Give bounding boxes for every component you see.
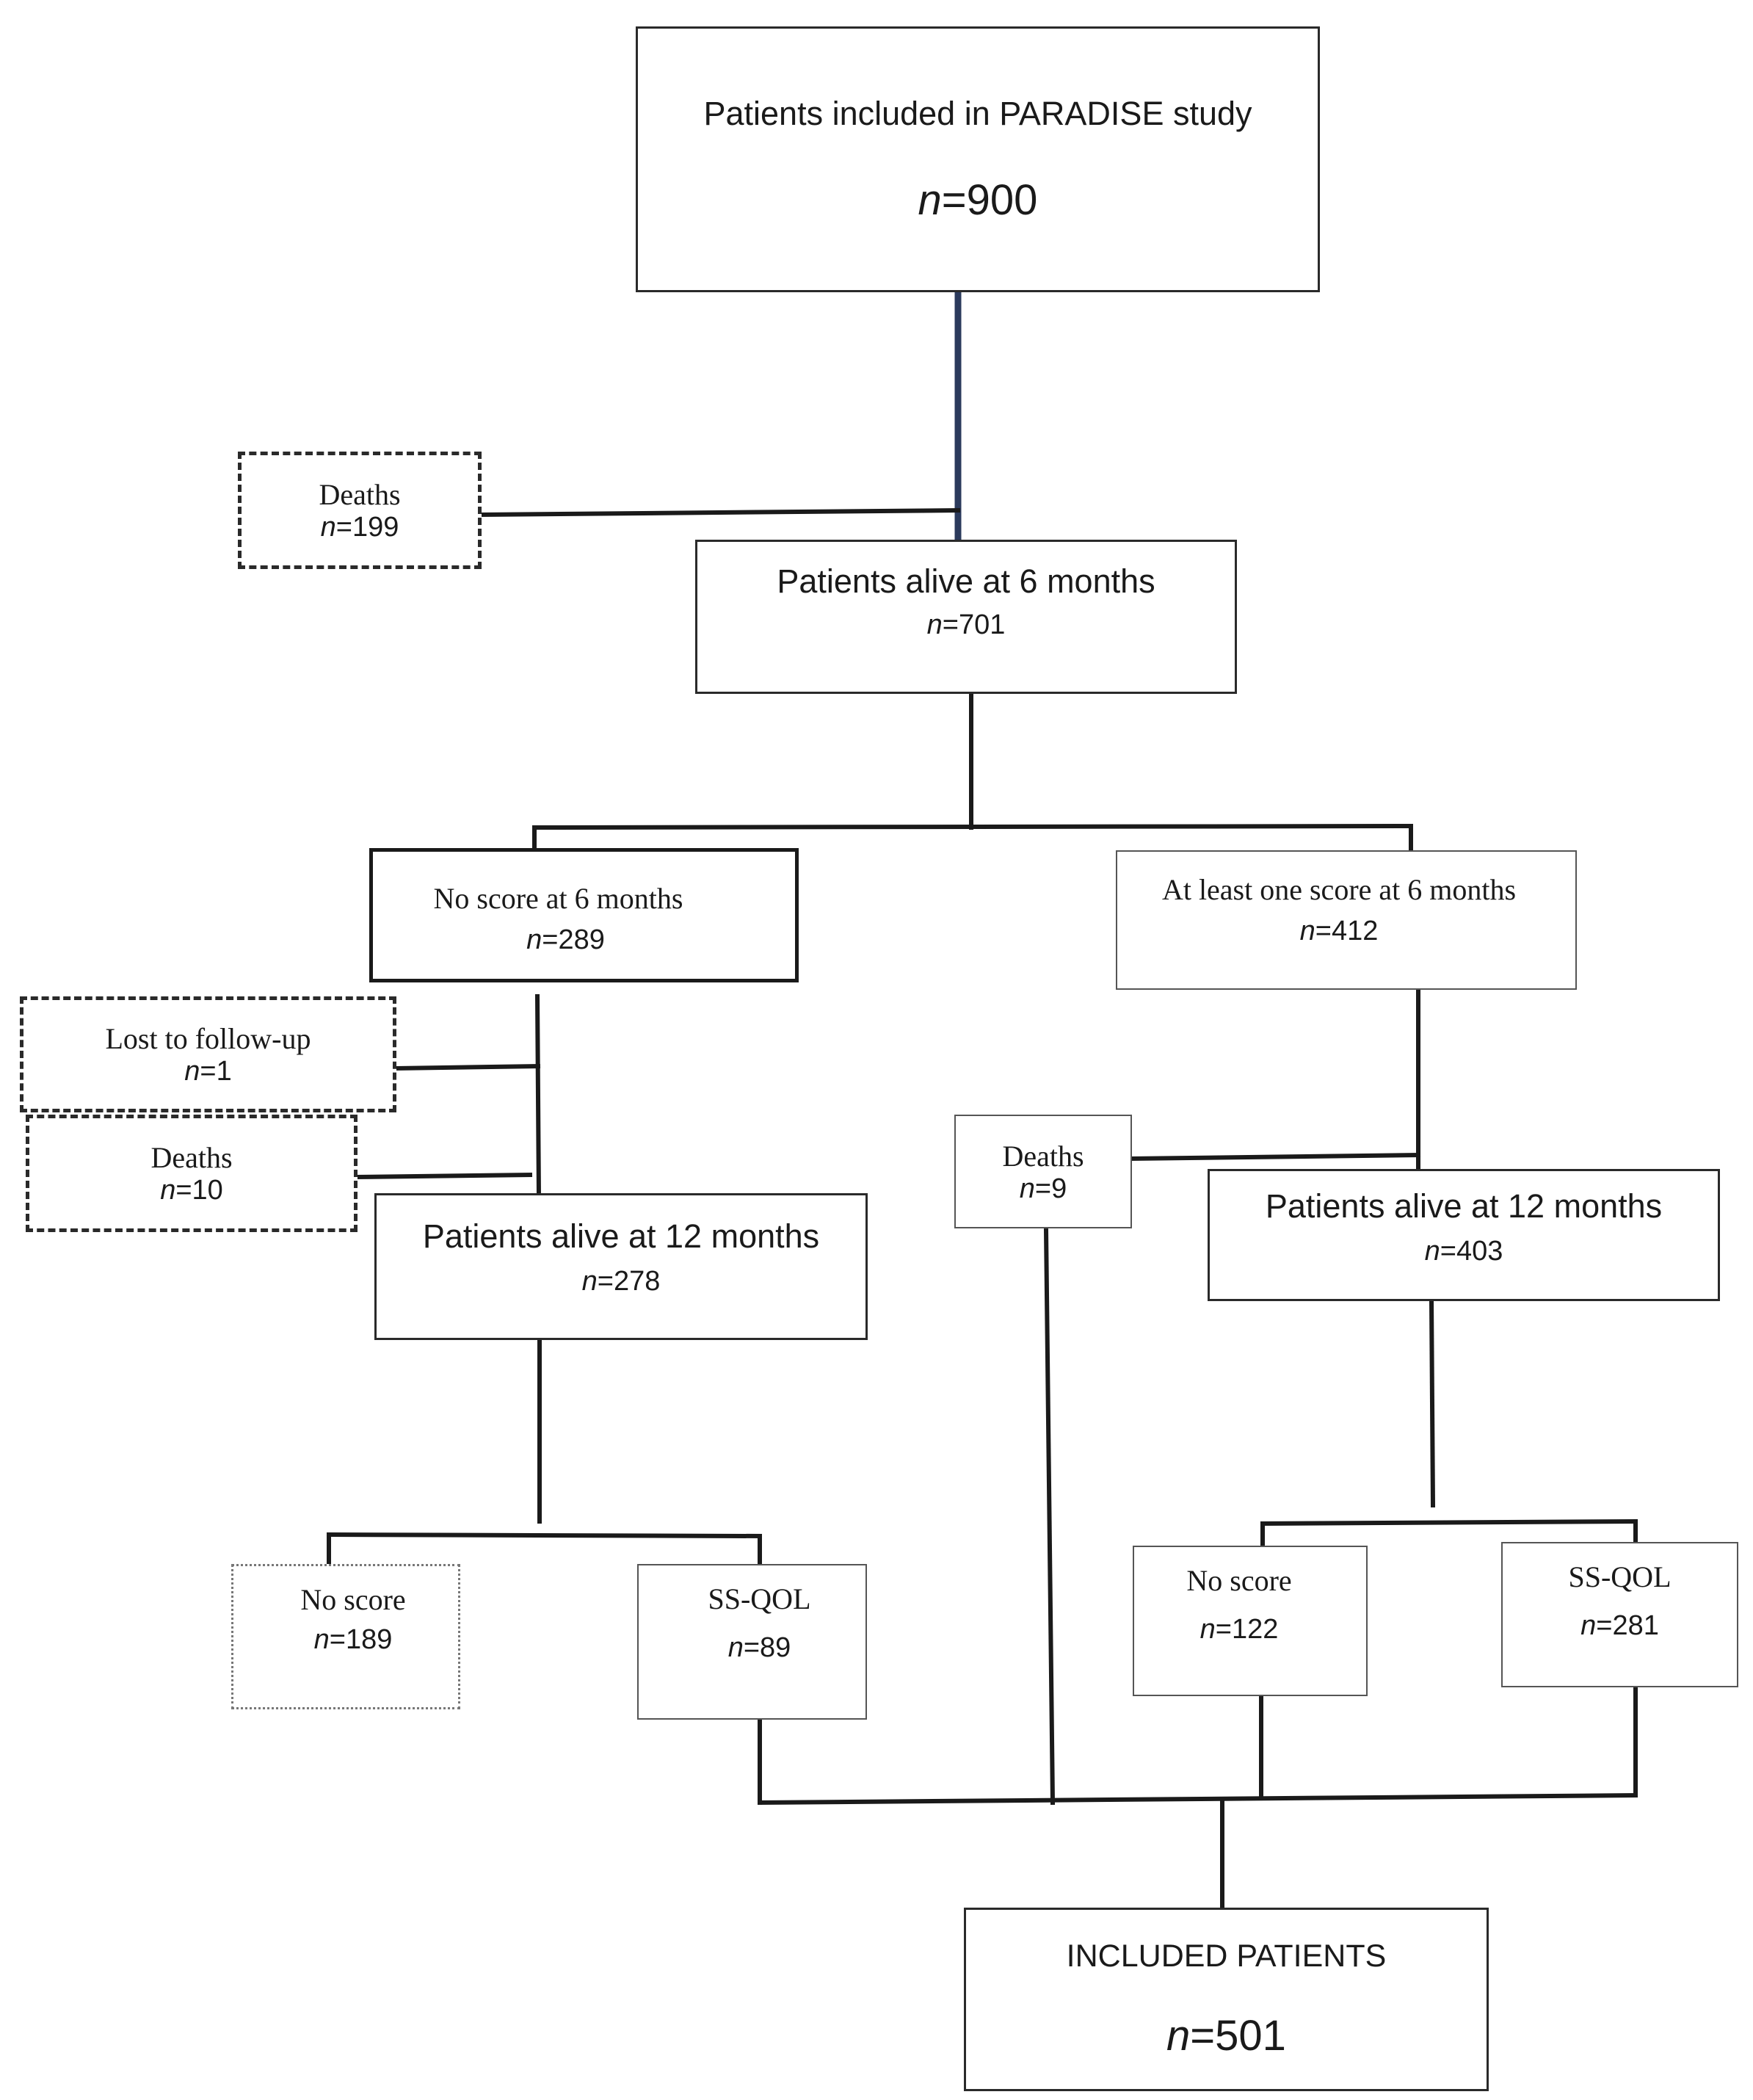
box-right-no-score: No score n=122 [1133,1546,1368,1696]
box-score-6m-count: n=412 [1299,916,1379,946]
connector-deaths-10 [355,1172,533,1180]
box-right-ssqol-label: SS-QOL [1568,1560,1672,1593]
box-deaths-left-12m-count: n=10 [160,1175,223,1206]
box-lost-followup: Lost to follow-up n=1 [20,996,396,1112]
connector-right-12m-down [1429,1298,1436,1508]
box-alive-6m-label: Patients alive at 6 months [777,562,1155,600]
connector-split-6m [531,823,1414,830]
box-paradise-study-label: Patients included in PARADISE study [703,94,1252,132]
connector-bottom-bar [757,1792,1638,1806]
box-deaths-right-12m: Deaths n=9 [954,1115,1132,1228]
box-included-patients-count: n=501 [1166,2012,1286,2060]
box-deaths-6m-count: n=199 [320,512,399,543]
box-alive-6m-count: n=701 [926,609,1006,640]
connector-lost [393,1063,541,1071]
connector-left-split [326,1532,763,1539]
box-paradise-study-count: n=900 [918,175,1038,224]
box-included-patients: INCLUDED PATIENTS n=501 [964,1908,1489,2091]
box-right-no-score-count: n=122 [1199,1614,1279,1645]
box-no-score-6m: No score at 6 months n=289 [369,848,799,982]
box-paradise-study: Patients included in PARADISE study n=90… [636,26,1320,292]
box-score-6m: At least one score at 6 months n=412 [1116,850,1577,990]
connector-left-down [534,993,542,1200]
box-right-no-score-label: No score [1186,1564,1292,1597]
box-score-6m-label: At least one score at 6 months [1161,873,1517,906]
box-alive-12m-left-count: n=278 [581,1266,661,1297]
box-left-ssqol: SS-QOL n=89 [637,1564,867,1720]
box-deaths-6m: Deaths n=199 [238,452,482,569]
box-deaths-6m-label: Deaths [319,478,401,511]
box-alive-6m: Patients alive at 6 months n=701 [695,540,1237,694]
connector-deaths-9-down [1043,1227,1056,1806]
box-deaths-right-12m-label: Deaths [1002,1139,1084,1173]
connector-right-split [1260,1518,1638,1527]
box-deaths-left-12m-label: Deaths [150,1141,233,1174]
box-deaths-right-12m-count: n=9 [1019,1173,1067,1204]
box-alive-12m-right-label: Patients alive at 12 months [1265,1187,1663,1225]
box-lost-followup-label: Lost to follow-up [105,1022,311,1055]
connector-deaths-199 [478,507,961,518]
box-left-ssqol-label: SS-QOL [708,1582,811,1615]
box-deaths-left-12m: Deaths n=10 [26,1115,358,1232]
box-alive-12m-left-label: Patients alive at 12 months [422,1217,820,1255]
box-no-score-6m-label: No score at 6 months [433,882,683,915]
box-lost-followup-count: n=1 [184,1056,232,1087]
box-right-ssqol-count: n=281 [1580,1610,1659,1641]
connector-deaths-9 [1128,1152,1421,1162]
box-right-ssqol: SS-QOL n=281 [1501,1542,1738,1687]
box-alive-12m-right: Patients alive at 12 months n=403 [1208,1169,1720,1301]
box-alive-12m-left: Patients alive at 12 months n=278 [374,1193,868,1340]
box-left-no-score-count: n=189 [313,1624,393,1655]
box-left-no-score: No score n=189 [231,1564,460,1709]
box-left-no-score-label: No score [300,1583,406,1616]
box-included-patients-label: INCLUDED PATIENTS [1066,1938,1387,1974]
box-left-ssqol-count: n=89 [727,1632,791,1663]
box-no-score-6m-count: n=289 [526,924,605,955]
box-alive-12m-right-count: n=403 [1424,1236,1503,1267]
